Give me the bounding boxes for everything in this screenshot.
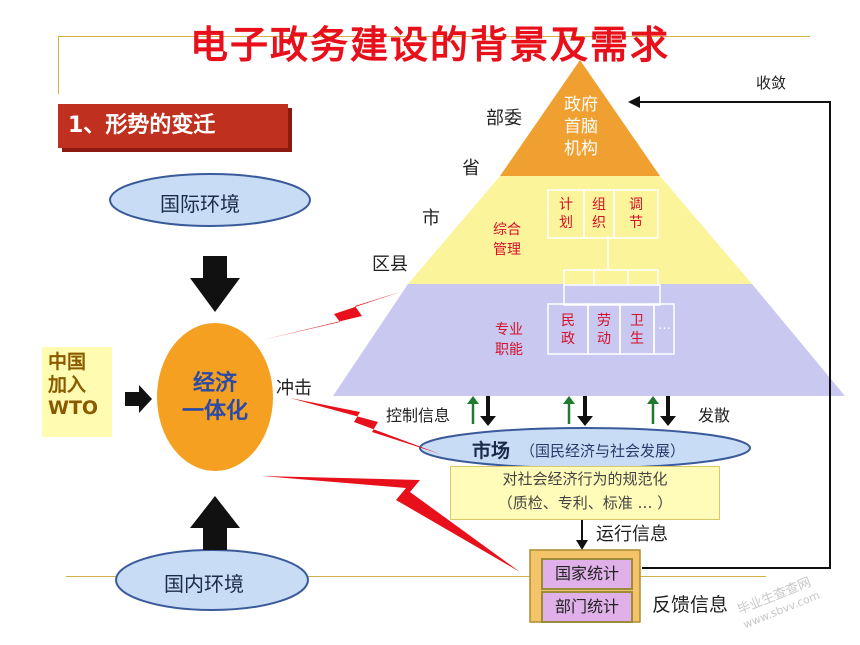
lightning-bolt-middle bbox=[290, 398, 440, 454]
up-arrow-domestic bbox=[190, 496, 240, 550]
cell-plan: 计 划 bbox=[559, 197, 573, 231]
national-stats-box: 国家统计 bbox=[541, 558, 633, 590]
down-arrow-international bbox=[190, 256, 240, 312]
international-environment-label: 国际环境 bbox=[160, 192, 240, 216]
dispatch-label: 发散 bbox=[698, 406, 731, 425]
pyramid-bottom bbox=[333, 284, 845, 396]
regulation-box: 对社会经济行为的规范化 （质检、专利、标准 … ） bbox=[450, 466, 720, 520]
cell-organize: 组 织 bbox=[592, 197, 606, 231]
feedback-arrows bbox=[471, 402, 655, 424]
top-rule bbox=[58, 36, 810, 37]
pyramid-top-label: 政府 首脑 机构 bbox=[564, 95, 598, 159]
impact-label: 冲击 bbox=[276, 378, 312, 399]
economic-integration-circle bbox=[157, 323, 273, 471]
cell-connectors bbox=[547, 189, 675, 355]
economic-integration-label: 经济 一体化 bbox=[181, 371, 248, 424]
section-header: 1、形势的变迁 bbox=[58, 104, 288, 148]
convergence-loop bbox=[640, 101, 831, 569]
pyramid-bottom-label: 专业 职能 bbox=[495, 322, 523, 358]
level-ministry: 部委 bbox=[486, 108, 522, 129]
bottom-rule bbox=[66, 576, 766, 577]
cell-labor: 劳 动 bbox=[597, 313, 611, 347]
converge-label: 收敛 bbox=[756, 74, 787, 92]
china-wto-box: 中国 加入 WTO bbox=[42, 347, 112, 437]
level-province: 省 bbox=[462, 158, 480, 179]
control-info-label: 控制信息 bbox=[386, 406, 451, 425]
level-district: 区县 bbox=[372, 254, 408, 275]
cell-regulate: 调 节 bbox=[629, 197, 643, 231]
regulation-line1: 对社会经济行为的规范化 bbox=[502, 470, 668, 488]
regulation-line2: （质检、专利、标准 … ） bbox=[497, 494, 673, 512]
section-number: 1、 bbox=[68, 113, 106, 138]
section-text: 形势的变迁 bbox=[105, 113, 216, 138]
control-arrows bbox=[486, 396, 670, 418]
pyramid-middle bbox=[408, 176, 752, 284]
feedback-info-label: 反馈信息 bbox=[652, 594, 729, 616]
domestic-environment-label: 国内环境 bbox=[164, 572, 244, 596]
market-subtitle: （国民经济与社会发展） bbox=[520, 442, 686, 460]
market-title: 市场 bbox=[472, 440, 511, 462]
pyramid-middle-label: 综合 管理 bbox=[493, 222, 521, 258]
cell-ellipsis: … bbox=[658, 318, 671, 333]
left-rule bbox=[58, 36, 59, 94]
run-info-label: 运行信息 bbox=[596, 524, 668, 545]
cloud-international bbox=[109, 173, 311, 227]
right-arrow-wto bbox=[125, 385, 152, 413]
pyramid-top bbox=[500, 60, 660, 176]
department-stats-box: 部门统计 bbox=[541, 591, 633, 623]
cell-civil-affairs: 民 政 bbox=[561, 313, 575, 347]
cell-health: 卫 生 bbox=[630, 313, 644, 347]
page-title: 电子政务建设的背景及需求 bbox=[189, 23, 670, 67]
level-city: 市 bbox=[422, 208, 440, 229]
